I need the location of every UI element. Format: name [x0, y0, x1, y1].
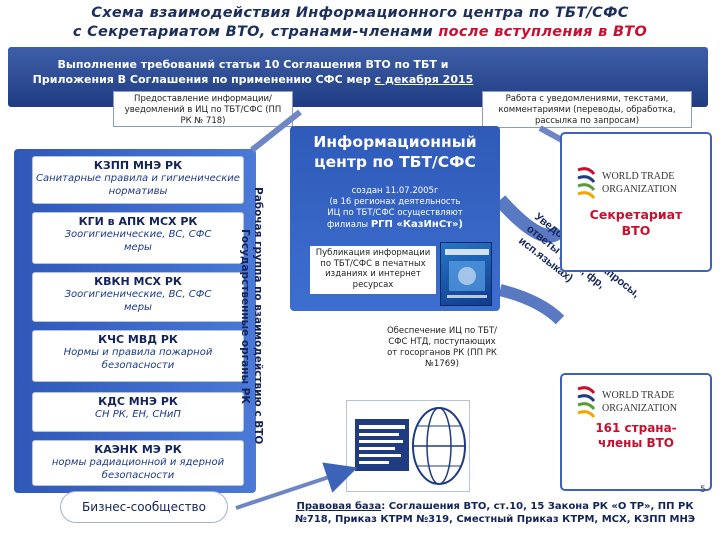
wto-logo: WORLD TRADE ORGANIZATION: [572, 162, 700, 202]
members-line-1: 161 страна-: [574, 421, 698, 436]
legal-line-1: Правовая база: Соглашения ВТО, ст.10, 15…: [272, 500, 718, 513]
wto-logo-line-2: ORGANIZATION: [602, 184, 677, 195]
legal-line-2: №718, Приказ КТРМ №319, Сместный Приказ …: [272, 513, 718, 526]
wto-logo-icon: WORLD TRADE ORGANIZATION: [572, 381, 700, 421]
wto-secretariat-label: Секретариат ВТО: [574, 207, 698, 239]
arrow-agencies-to-center: [252, 112, 300, 150]
wto-logo-line-2: ORGANIZATION: [602, 403, 677, 414]
wto-logo-line-1: WORLD TRADE: [602, 390, 674, 401]
legal-text-1: : Соглашения ВТО, ст.10, 15 Закона РК «О…: [381, 501, 693, 512]
wto-logo-icon: WORLD TRADE ORGANIZATION: [572, 162, 700, 202]
legal-basis: Правовая база: Соглашения ВТО, ст.10, 15…: [272, 500, 718, 526]
members-line-2: члены ВТО: [574, 436, 698, 451]
secretariat-line-2: ВТО: [574, 223, 698, 239]
legal-label: Правовая база: [297, 501, 382, 512]
wto-logo-line-1: WORLD TRADE: [602, 171, 674, 182]
wto-members-label: 161 страна- члены ВТО: [574, 421, 698, 451]
wto-logo: WORLD TRADE ORGANIZATION: [572, 381, 700, 421]
secretariat-line-1: Секретариат: [574, 207, 698, 223]
page-number: 5: [700, 485, 706, 495]
